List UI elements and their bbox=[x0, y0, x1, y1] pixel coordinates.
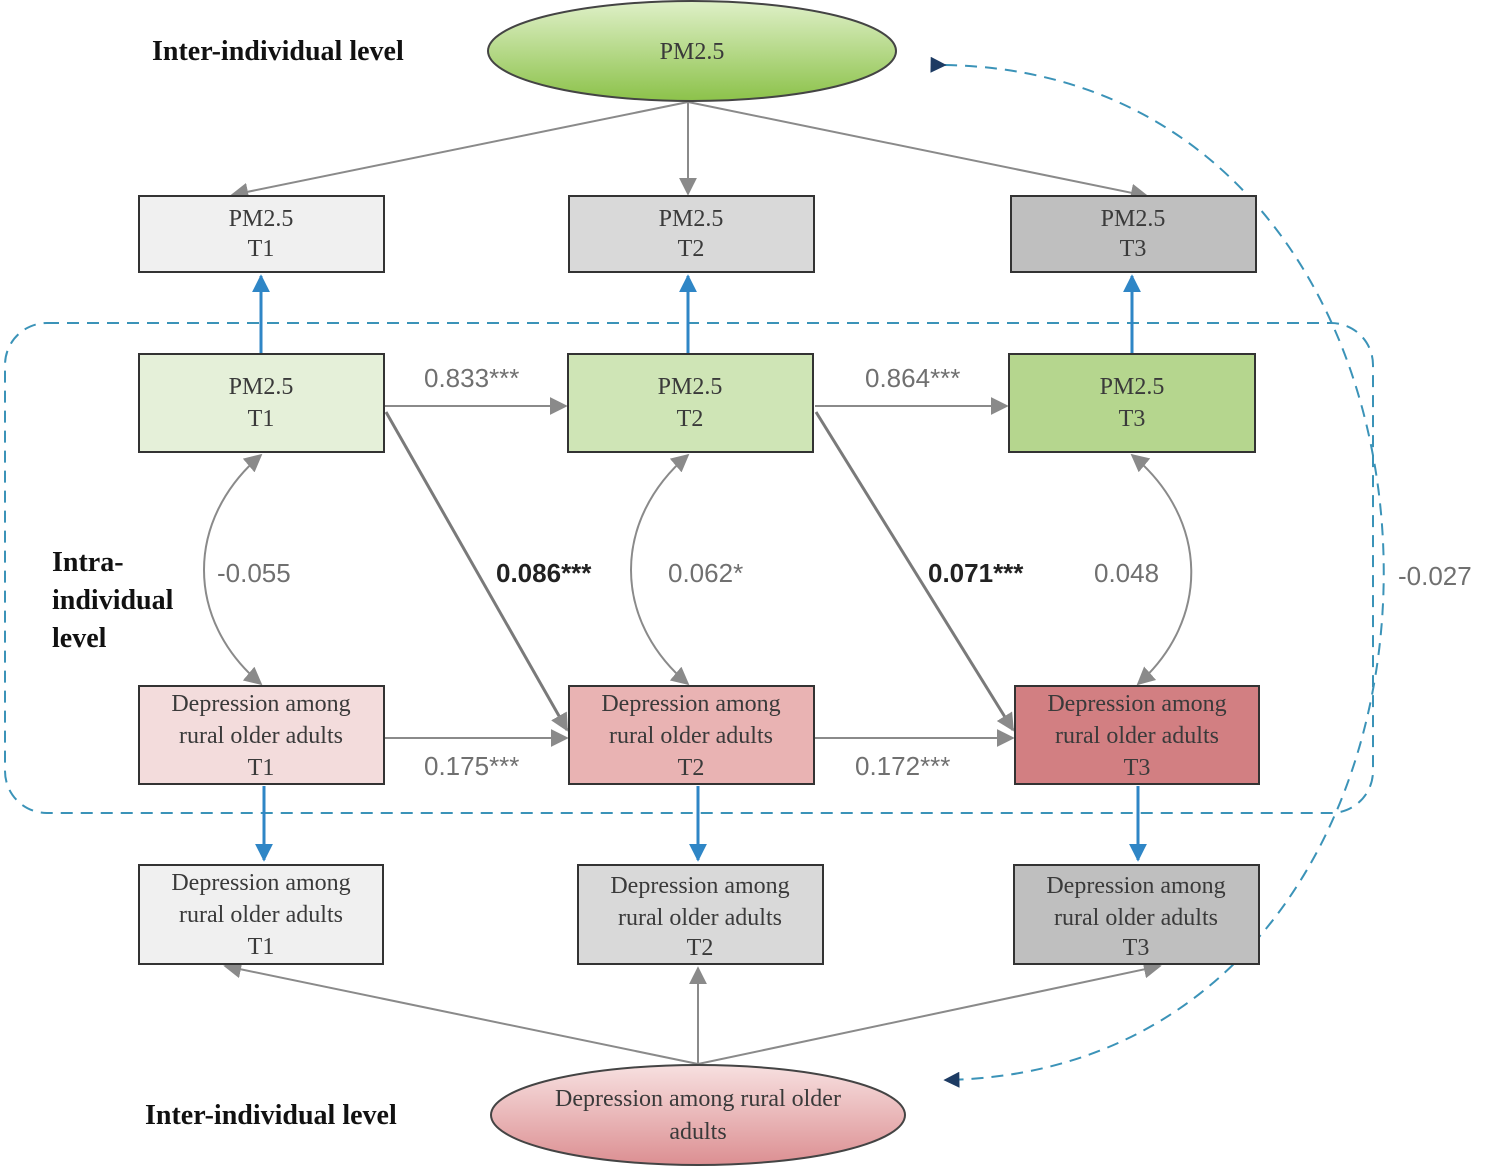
pm-obs-t1-box: PM2.5 T1 bbox=[138, 195, 385, 273]
svg-text:T2: T2 bbox=[678, 236, 705, 262]
inter-level-label-top: Inter-individual level bbox=[152, 36, 404, 67]
coef-cov-t1: -0.055 bbox=[217, 558, 291, 588]
dep-within-t2-box: Depression among rural older adults T2 bbox=[568, 685, 815, 785]
svg-text:T2: T2 bbox=[687, 935, 714, 961]
dep-obs-t2-box: Depression among rural older adults T2 bbox=[577, 864, 824, 965]
coef-cross-t2-t3: 0.071*** bbox=[928, 558, 1024, 588]
intra-level-label-line3: level bbox=[52, 623, 107, 654]
coef-pm-t1-t2: 0.833*** bbox=[424, 363, 519, 393]
coef-cov-t3: 0.048 bbox=[1094, 558, 1159, 588]
dep-within-t3-box: Depression among rural older adults T3 bbox=[1014, 685, 1260, 785]
svg-text:T3: T3 bbox=[1123, 935, 1150, 961]
coef-cross-t1-t2: 0.086*** bbox=[496, 558, 592, 588]
dep-obs-t1-box: Depression among rural older adults T1 bbox=[138, 864, 384, 965]
pm-inter-ellipse: PM2.5 bbox=[487, 0, 897, 102]
svg-text:T3: T3 bbox=[1119, 406, 1146, 432]
svg-text:Depression among: Depression among bbox=[171, 870, 350, 896]
svg-text:PM2.5: PM2.5 bbox=[229, 374, 294, 400]
coef-cov-t2: 0.062* bbox=[668, 558, 743, 588]
svg-text:rural older adults: rural older adults bbox=[609, 723, 773, 749]
pm-inter-to-obs-t3-arrow bbox=[687, 101, 1149, 202]
svg-text:T2: T2 bbox=[678, 755, 705, 781]
svg-text:PM2.5: PM2.5 bbox=[1100, 374, 1165, 400]
svg-text:Depression among: Depression among bbox=[1047, 691, 1226, 717]
svg-text:Depression among: Depression among bbox=[601, 691, 780, 717]
svg-text:Depression among rural older: Depression among rural older bbox=[555, 1086, 841, 1112]
coef-cov-inter: -0.027 bbox=[1398, 561, 1472, 591]
svg-text:PM2.5: PM2.5 bbox=[229, 206, 294, 232]
svg-text:rural older adults: rural older adults bbox=[1054, 905, 1218, 931]
intra-level-label-line2: individual bbox=[52, 585, 174, 616]
dep-within-t1-box: Depression among rural older adults T1 bbox=[138, 685, 385, 785]
svg-text:Depression among: Depression among bbox=[610, 873, 789, 899]
pm-within-t3-box: PM2.5 T3 bbox=[1008, 353, 1256, 453]
svg-text:T2: T2 bbox=[677, 406, 704, 432]
coef-dep-t2-t3: 0.172*** bbox=[855, 751, 950, 781]
cov-t2-curve bbox=[630, 453, 690, 686]
svg-text:rural older adults: rural older adults bbox=[618, 905, 782, 931]
pm-within-t1-box: PM2.5 T1 bbox=[138, 353, 385, 453]
intra-level-label-line1: Intra- bbox=[52, 547, 124, 578]
svg-text:T3: T3 bbox=[1120, 236, 1147, 262]
svg-text:rural older adults: rural older adults bbox=[179, 723, 343, 749]
dep-inter-ellipse: Depression among rural older adults bbox=[490, 1064, 906, 1166]
coef-pm-t2-t3: 0.864*** bbox=[865, 363, 960, 393]
svg-text:T3: T3 bbox=[1124, 755, 1151, 781]
cross-lag-t1-t2-path bbox=[384, 411, 569, 732]
pm-obs-t2-box: PM2.5 T2 bbox=[568, 195, 815, 273]
dep-inter-to-obs-t1-arrow bbox=[223, 960, 699, 1065]
inter-level-label-bottom: Inter-individual level bbox=[145, 1100, 397, 1131]
svg-text:PM2.5: PM2.5 bbox=[658, 374, 723, 400]
pm-inter-to-obs-t1-arrow bbox=[230, 101, 689, 201]
svg-text:T1: T1 bbox=[248, 934, 275, 960]
svg-text:PM2.5: PM2.5 bbox=[660, 39, 725, 65]
svg-text:PM2.5: PM2.5 bbox=[659, 206, 724, 232]
svg-text:adults: adults bbox=[669, 1119, 726, 1145]
svg-text:Depression among: Depression among bbox=[1046, 873, 1225, 899]
cross-lag-t2-t3-path bbox=[814, 411, 1015, 732]
svg-text:T1: T1 bbox=[248, 236, 275, 262]
svg-text:rural older adults: rural older adults bbox=[179, 902, 343, 928]
svg-text:rural older adults: rural older adults bbox=[1055, 723, 1219, 749]
svg-text:PM2.5: PM2.5 bbox=[1101, 206, 1166, 232]
inter-covariance-curve bbox=[930, 56, 1385, 1088]
svg-text:Depression among: Depression among bbox=[171, 691, 350, 717]
dep-inter-to-obs-t3-arrow bbox=[697, 960, 1162, 1065]
pm-within-t2-box: PM2.5 T2 bbox=[567, 353, 814, 453]
coef-dep-t1-t2: 0.175*** bbox=[424, 751, 519, 781]
pm-obs-t3-box: PM2.5 T3 bbox=[1010, 195, 1257, 273]
svg-text:T1: T1 bbox=[248, 755, 275, 781]
cov-t1-curve bbox=[203, 453, 263, 686]
cov-t3-curve bbox=[1130, 453, 1193, 686]
dep-obs-t3-box: Depression among rural older adults T3 bbox=[1013, 864, 1260, 965]
svg-text:T1: T1 bbox=[248, 406, 275, 432]
